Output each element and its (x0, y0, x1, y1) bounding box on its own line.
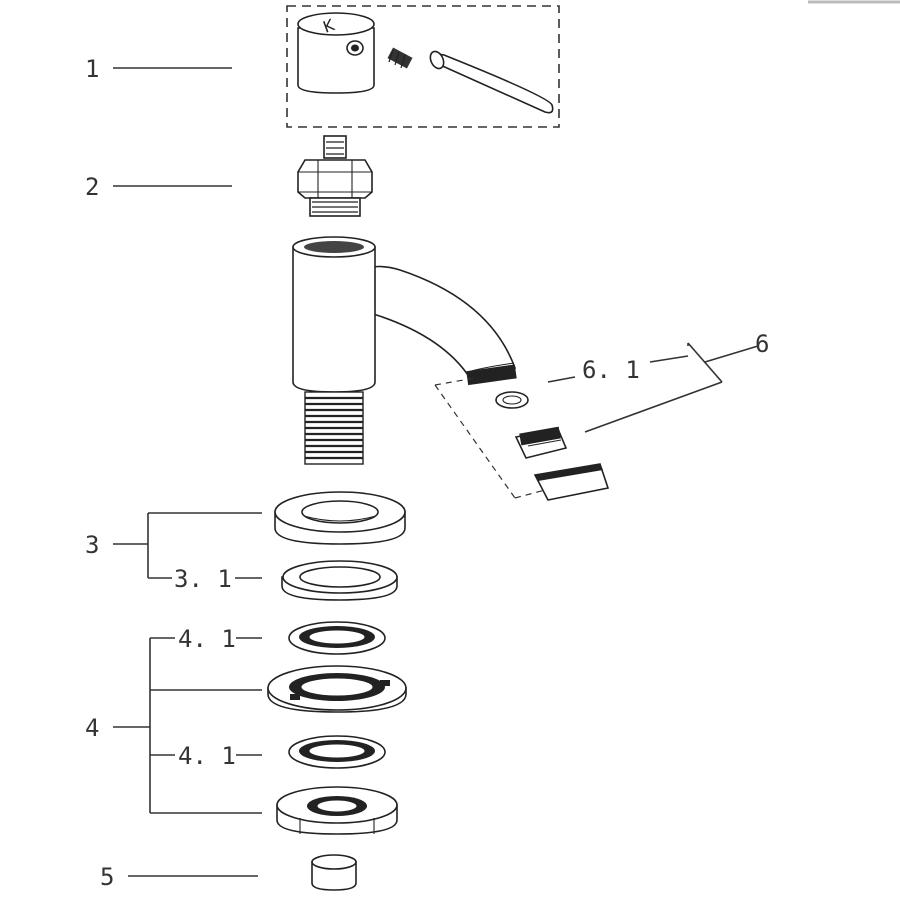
part-4-bracket-plate (267, 665, 407, 713)
leader-lines (113, 67, 759, 877)
callout-4-1-bottom: 4. 1 (178, 742, 236, 770)
tap-body (292, 236, 517, 465)
callout-1: 1 (85, 55, 99, 83)
callout-labels: 1 2 3 3. 1 4. 1 4 4. 1 5 6 6. 1 (85, 55, 769, 891)
grub-screw (387, 47, 413, 69)
part-6-aerator-assembly (434, 377, 610, 501)
callout-4: 4 (85, 714, 99, 742)
part-3-base-ring (274, 491, 406, 545)
aerator-housing (533, 463, 610, 501)
callout-2: 2 (85, 173, 99, 201)
aerator-washer (495, 391, 529, 409)
part-5-sleeve (311, 854, 357, 891)
callout-6-1: 6. 1 (582, 356, 640, 384)
lever-pin (429, 50, 554, 114)
part-1-handle-assembly: K (286, 5, 560, 128)
callout-5: 5 (100, 863, 114, 891)
part-4-1-washer-top (288, 621, 386, 655)
handle-knob: K (297, 12, 375, 94)
callout-4-1-top: 4. 1 (178, 625, 236, 653)
part-4-1-washer-bottom (288, 735, 386, 769)
callout-6: 6 (755, 330, 769, 358)
part-4-hex-nut (276, 786, 398, 835)
handle-group-dashed-box (286, 5, 560, 128)
part-3-1-gasket (281, 560, 398, 601)
spout-outlet-thread (466, 364, 517, 386)
part-2-cartridge (297, 135, 373, 217)
callout-3: 3 (85, 531, 99, 559)
aerator-insert (514, 426, 568, 459)
callout-3-1: 3. 1 (174, 565, 232, 593)
